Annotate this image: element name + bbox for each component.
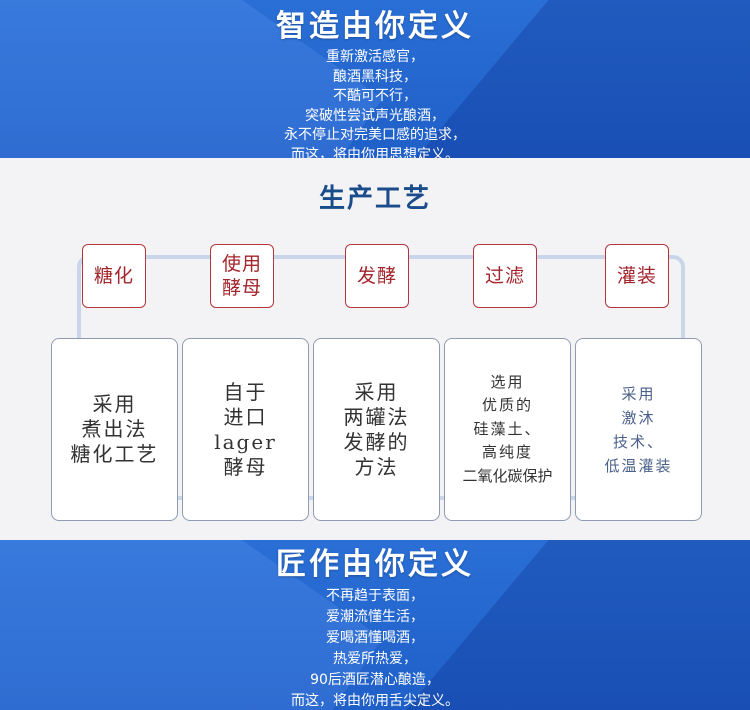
card-line: 发酵的 [343,429,410,454]
card-line: 两罐法 [343,404,410,429]
card-line: 自于 [223,379,268,404]
card-saccharification: 采用 煮出法 糖化工艺 [51,338,178,521]
bottom-banner-line: 90后酒匠潜心酿造， [310,672,440,688]
card-line: 二氧化碳保护 [462,466,553,485]
step-filling: 灌装 [605,244,669,308]
top-banner-text: 重新激活感官， 酿酒黑科技， 不酷可不行， 突破性尝试声光酿酒， 永不停止对完美… [0,48,750,158]
top-banner-line: 重新激活感官， [326,49,424,65]
card-line: 硅藻土、 [473,419,542,438]
card-fermentation: 采用 两罐法 发酵的 方法 [313,338,440,521]
step-label: 灌装 [616,265,657,287]
top-banner-line: 而这，将由你用思想定义。 [291,146,459,159]
top-banner-line: 酿酒黑科技， [333,68,417,85]
card-line: 优质的 [481,396,533,415]
bottom-banner-line: 爱喝酒懂喝酒， [326,630,424,646]
card-filling: 采用 激沐 技术、 低温灌装 [575,338,702,521]
card-line: 糖化工艺 [70,442,159,466]
card-line: 激沐 [621,408,656,427]
bottom-banner-line: 而这，将由你用舌尖定义。 [291,693,459,709]
step-label: 过滤 [484,265,525,287]
bottom-banner-title: 匠作由你定义 [276,547,474,582]
top-banner-line: 永不停止对完美口感的追求， [284,127,466,143]
step-filtration: 过滤 [473,244,537,308]
card-line: 低温灌装 [604,456,673,475]
process-title: 生产工艺 [318,184,431,214]
card-line: 采用 [92,392,137,416]
step-label: 使用 [221,253,262,275]
card-line: 高纯度 [481,443,533,462]
card-line: 采用 [621,384,656,403]
bottom-banner-line: 不再趋于表面， [326,588,424,604]
step-label: 糖化 [93,265,134,287]
step-yeast: 使用 酵母 [210,244,274,308]
bottom-banner-text: 不再趋于表面， 爱潮流懂生活， 爱喝酒懂喝酒， 热爱所热爱， 90后酒匠潜心酿造… [0,586,750,710]
card-yeast: 自于 进口 lager 酵母 [182,338,309,521]
top-banner-line: 不酷可不行， [333,88,417,104]
card-line: 煮出法 [81,417,148,441]
bottom-banner-line: 爱潮流懂生活， [326,609,424,625]
card-line: 进口 [223,404,268,429]
step-saccharification: 糖化 [82,244,146,308]
card-line: 技术、 [612,432,664,451]
card-line: 选用 [490,372,525,391]
bottom-banner: 匠作由你定义 不再趋于表面， 爱潮流懂生活， 爱喝酒懂喝酒， 热爱所热爱， 90… [0,540,750,710]
bottom-banner-line: 热爱所热爱， [333,651,417,667]
step-label: 酵母 [221,277,262,299]
step-fermentation: 发酵 [345,244,409,308]
top-banner-title: 智造由你定义 [276,9,474,44]
step-label: 发酵 [356,265,397,287]
top-banner: 智造由你定义 重新激活感官， 酿酒黑科技， 不酷可不行， 突破性尝试声光酿酒， … [0,0,750,158]
card-line: lager [214,429,277,454]
top-banner-line: 突破性尝试声光酿酒， [305,107,445,124]
card-filtration: 选用 优质的 硅藻土、 高纯度 二氧化碳保护 [444,338,571,521]
card-line: 方法 [354,454,399,479]
card-line: 采用 [354,379,399,404]
card-line: 酵母 [223,454,268,479]
